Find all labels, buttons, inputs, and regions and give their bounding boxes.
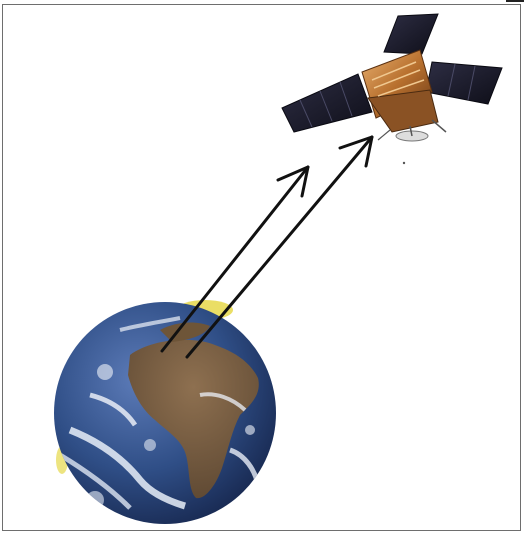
satellite-image xyxy=(281,13,503,165)
signal-arrow-2 xyxy=(185,135,374,359)
signal-arrow-1 xyxy=(160,165,310,353)
window-corner-mark xyxy=(506,0,524,2)
earth-image xyxy=(54,300,276,524)
